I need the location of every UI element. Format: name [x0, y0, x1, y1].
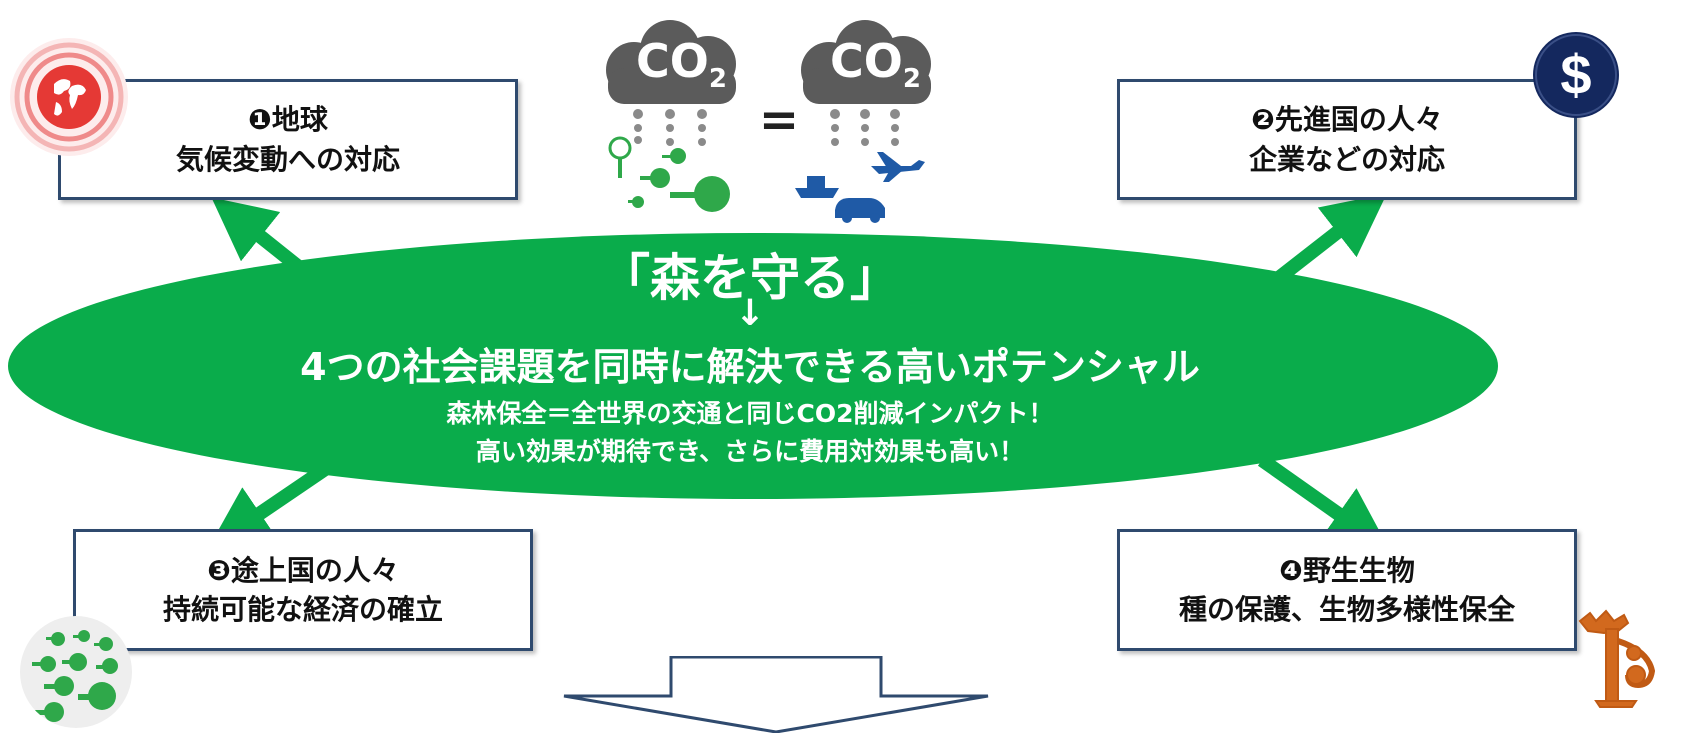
- box-developed: ❷先進国の人々 企業などの対応: [1117, 79, 1577, 200]
- globe-icon: [10, 38, 128, 156]
- box-wildlife: ❹野生生物 種の保護、生物多様性保全: [1117, 529, 1577, 651]
- sub-line-2: 高い効果が期待でき、さらに費用対効果も高い！: [475, 437, 1025, 466]
- box-developing: ❸途上国の人々 持続可能な経済の確立: [73, 529, 533, 651]
- box-earth-title: ❶地球: [248, 103, 328, 137]
- bottom-down-arrow: [563, 656, 989, 733]
- co2-right-label: CO2: [830, 34, 921, 95]
- box-developed-title: ❷先進国の人々: [1251, 103, 1443, 137]
- arrow-to-wildlife: [1257, 454, 1390, 551]
- headline: 4つの社会課題を同時に解決できる高いポテンシャル: [300, 345, 1200, 389]
- co2-forest-cloud-icon: [606, 20, 736, 212]
- svg-text:$: $: [1560, 43, 1591, 106]
- box-developed-desc: 企業などの対応: [1248, 142, 1445, 176]
- box-earth-desc: 気候変動への対応: [175, 142, 400, 176]
- co2-transport-cloud-icon: [795, 20, 931, 223]
- box-developing-title: ❸途上国の人々: [207, 553, 399, 587]
- box-wildlife-desc: 種の保護、生物多様性保全: [1178, 593, 1515, 626]
- co2-left-label: CO2: [636, 34, 727, 95]
- box-wildlife-title: ❹野生生物: [1279, 553, 1415, 587]
- down-arrow: ↓: [734, 293, 766, 334]
- equals-sign: =: [758, 92, 800, 148]
- slogan: 「森を守る」: [600, 249, 900, 307]
- trees-globe-icon: [20, 616, 132, 728]
- dollar-icon: $: [1533, 32, 1619, 118]
- monkey-tree-icon: [1578, 609, 1656, 708]
- central-ellipse: [8, 233, 1498, 499]
- box-developing-desc: 持続可能な経済の確立: [162, 593, 443, 626]
- sub-line-1: 森林保全＝全世界の交通と同じCO2削減インパクト！: [446, 399, 1054, 428]
- box-earth: ❶地球 気候変動への対応: [58, 79, 518, 200]
